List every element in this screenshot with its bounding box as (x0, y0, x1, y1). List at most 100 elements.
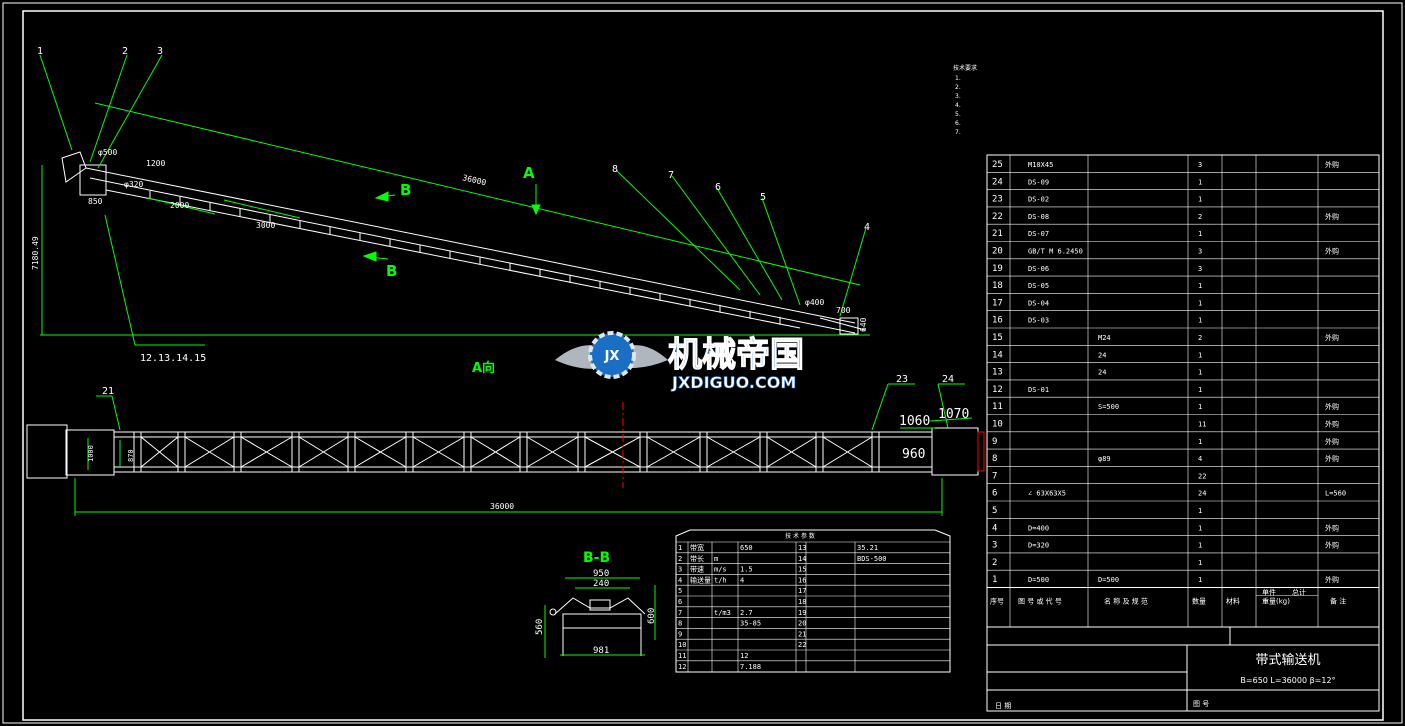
bom-cell: DS-05 (1028, 282, 1049, 290)
truss-brace (646, 436, 701, 468)
bom-cell: 1 (992, 575, 997, 585)
truss-post (291, 431, 300, 473)
bom-cell: DS-02 (1028, 196, 1049, 204)
truss-brace (584, 436, 641, 468)
bom-cell: 23 (992, 195, 1003, 205)
note-line: 1. (955, 75, 961, 82)
dim-640: 640 (859, 317, 868, 332)
note-line: 5. (955, 111, 961, 118)
bom-header-cell: 数量 (1192, 597, 1206, 606)
bom-header-cell: 材料 (1226, 597, 1240, 606)
bom-cell: 19 (992, 264, 1003, 274)
bom-cell: 外购 (1325, 454, 1339, 463)
bom-cell: 25 (992, 160, 1003, 170)
bom-header-cell: 名 称 及 规 范 (1104, 597, 1148, 606)
bom-cell: DS-04 (1028, 299, 1049, 307)
side-view (39, 54, 870, 346)
bom-cell: D=320 (1028, 542, 1049, 550)
bom-cell: 外购 (1325, 575, 1339, 584)
truss-post (577, 431, 586, 473)
bom-header-cell: 备 注 (1330, 597, 1346, 606)
param-cell: 带速 (690, 566, 704, 574)
bom-cell: 1 (1198, 178, 1202, 186)
bom-cell: 1 (1198, 230, 1202, 238)
bom-cell: 18 (992, 281, 1003, 291)
bom-cell: 22 (992, 212, 1003, 222)
dim-1070: 1070 (938, 407, 969, 422)
param-cell: 7 (678, 609, 682, 617)
bom-cell: 1 (1198, 438, 1202, 446)
bom-cell: 3 (1198, 248, 1202, 256)
param-cell: 带宽 (690, 543, 704, 552)
title-name: 带式输送机 (1255, 652, 1320, 668)
note-line: 2. (955, 84, 961, 91)
param-cell: 21 (798, 630, 806, 638)
bom-cell: 24 (1098, 369, 1106, 377)
inner-frame (22, 10, 1384, 721)
param-cell: 1 (678, 544, 682, 552)
bom-header-cell: 序号 (990, 597, 1004, 606)
bom-cell: DS-09 (1028, 178, 1049, 186)
note-line: 4. (955, 102, 961, 109)
param-cell: 输送量 (690, 575, 711, 584)
truss-post (759, 431, 768, 473)
dim-500: φ500 (98, 148, 117, 157)
dim-320: φ320 (124, 180, 143, 189)
param-cell: 3 (678, 566, 682, 574)
bom-cell: 3 (1198, 161, 1202, 169)
bom-cell: M10X45 (1028, 161, 1053, 169)
param-cell: 20 (798, 620, 806, 628)
param-cell: t/m3 (714, 609, 731, 617)
truss-brace (298, 436, 349, 468)
title-spec: B=650 L=36000 β=12° (1240, 676, 1335, 685)
bom-cell: 1 (1198, 196, 1202, 204)
param-cell: 16 (798, 576, 806, 584)
param-cell: 12 (678, 663, 686, 671)
bom-cell: 1 (1198, 542, 1202, 550)
bom-cell: 外购 (1325, 523, 1339, 532)
callout-12-15: 12.13.14.15 (140, 353, 206, 364)
bom-cell: 1 (1198, 299, 1202, 307)
bom-cell: 2 (992, 558, 997, 568)
param-cell: 4 (678, 576, 682, 584)
technical-notes: 技术要求 1.2.3.4.5.6.7. (953, 64, 977, 136)
callout-3: 3 (157, 46, 163, 57)
param-cell: 18 (798, 598, 806, 606)
bom-cell: S=500 (1098, 403, 1119, 411)
bom-cell: 1 (1198, 507, 1202, 515)
bom-cell: 16 (992, 316, 1003, 326)
param-cell: 4 (740, 576, 744, 584)
bom-cell: 外购 (1325, 333, 1339, 342)
dim-700: 700 (836, 306, 851, 315)
param-cell: 2.7 (740, 609, 753, 617)
section-label-B-top: B (400, 181, 411, 199)
bom-cell: 7 (992, 471, 997, 481)
bom-cell: 1 (1198, 369, 1202, 377)
truss-brace (412, 436, 465, 468)
param-cell: 2 (678, 555, 682, 563)
bom-header-cell: 单件 (1262, 588, 1276, 597)
callout-2: 2 (122, 46, 128, 57)
bom-cell: 20 (992, 247, 1003, 257)
truss-post (639, 431, 648, 473)
param-cell: 6 (678, 598, 682, 606)
notes-title: 技术要求 (953, 64, 977, 72)
plan-view-labels: A向 21 23 24 1060 1070 960 1000 870 36000 (87, 360, 969, 511)
dim-950: 950 (593, 569, 609, 579)
bom-cell: 4 (992, 523, 997, 533)
truss-post (347, 431, 356, 473)
truss-brace (354, 436, 407, 468)
dim-1200: 1200 (146, 159, 165, 168)
dim-36000-side: 36000 (462, 173, 488, 187)
view-A-title: A向 (472, 360, 495, 376)
param-cell: 1.5 (740, 566, 753, 574)
param-cell: 22 (798, 641, 806, 649)
truss-brace (470, 436, 521, 468)
param-cell: 650 (740, 544, 753, 552)
bom-cell: 1 (1198, 559, 1202, 567)
bom-cell: 11 (992, 402, 1003, 412)
bom-cell: 17 (992, 298, 1003, 308)
bom-cell: DS-01 (1028, 386, 1049, 394)
